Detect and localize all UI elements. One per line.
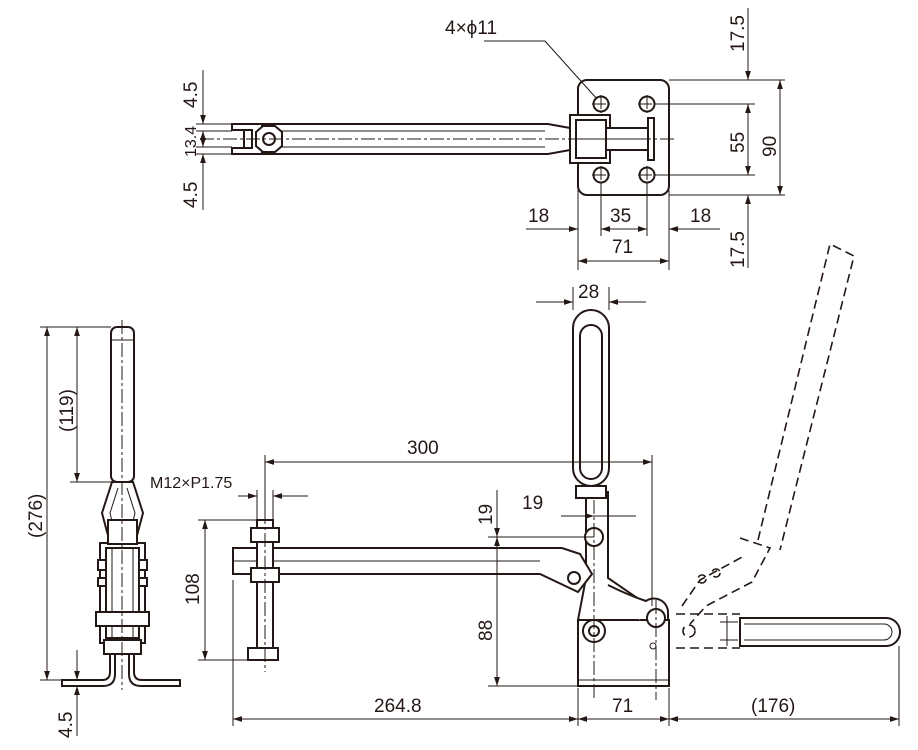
handle-horizontal: [739, 617, 901, 647]
label-hole-offset-right: 18: [690, 206, 711, 227]
label-handle-length: (119): [57, 389, 78, 432]
base-foot-side: [61, 653, 116, 687]
label-bottom-margin: 17.5: [728, 231, 749, 268]
label-handle-width: 28: [578, 282, 599, 303]
label-pivot-height: 88: [476, 620, 497, 641]
label-hole-spec: 4×ϕ11: [445, 18, 497, 39]
label-base-plate: 4.5: [56, 712, 77, 738]
label-base-width-front: 71: [612, 696, 633, 717]
label-spindle-to-base: 264.8: [374, 696, 422, 717]
top-view: [196, 8, 785, 270]
label-reach: 300: [407, 438, 439, 459]
label-base-width-top: 71: [612, 237, 633, 258]
clamp-arm-front: [232, 547, 594, 594]
label-slot-width: 13.4: [183, 126, 200, 157]
label-bar-upper: 4.5: [181, 82, 202, 108]
label-top-margin: 17.5: [728, 15, 749, 52]
label-overall-height: (276): [26, 494, 47, 538]
label-hole-pitch-h: 35: [610, 206, 631, 227]
label-handle-reach: (176): [751, 696, 795, 717]
label-base-height: 90: [760, 136, 781, 157]
label-pivot-gap: 19: [476, 504, 497, 525]
label-thread-spec: M12×P1.75: [150, 475, 232, 492]
label-hole-offset-left: 18: [528, 206, 549, 227]
label-pivot-offset: 19: [522, 493, 543, 514]
side-view: [40, 320, 181, 736]
label-spindle-adjust: 108: [183, 573, 204, 605]
open-handle-phantom[interactable]: [757, 242, 855, 551]
dimension-labels: 4×ϕ11 17.5 55 90 17.5 18 35 18 71 4.5 13…: [26, 15, 795, 738]
front-view: [198, 242, 901, 726]
label-hole-pitch-v: 55: [728, 132, 749, 153]
label-bar-lower: 4.5: [181, 182, 202, 208]
